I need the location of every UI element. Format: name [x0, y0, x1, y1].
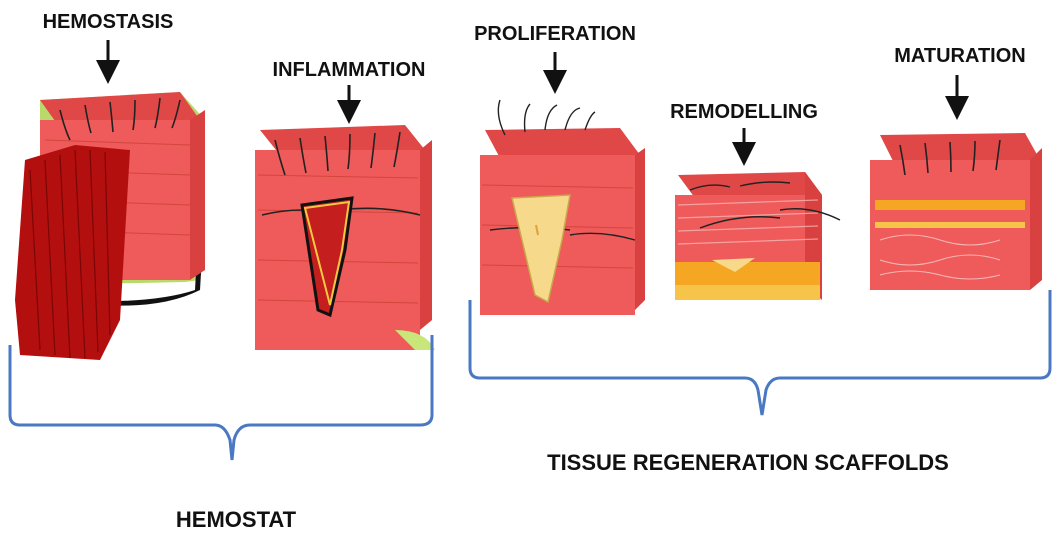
stage-label-maturation: MATURATION [894, 45, 1025, 67]
stage-label-proliferation: PROLIFERATION [474, 23, 636, 45]
proliferation-illustration [480, 100, 645, 315]
maturation-illustration [870, 133, 1042, 290]
group-label-scaffolds: TISSUE REGENERATION SCAFFOLDS [547, 450, 949, 475]
stage-label-inflammation: INFLAMMATION [273, 59, 426, 81]
hemostasis-illustration [15, 92, 205, 360]
group-label-hemostat: HEMOSTAT [176, 507, 297, 532]
remodelling-illustration [675, 172, 840, 300]
inflammation-illustration [255, 125, 435, 350]
stage-label-hemostasis: HEMOSTASIS [43, 11, 174, 33]
stage-label-remodelling: REMODELLING [670, 101, 818, 123]
